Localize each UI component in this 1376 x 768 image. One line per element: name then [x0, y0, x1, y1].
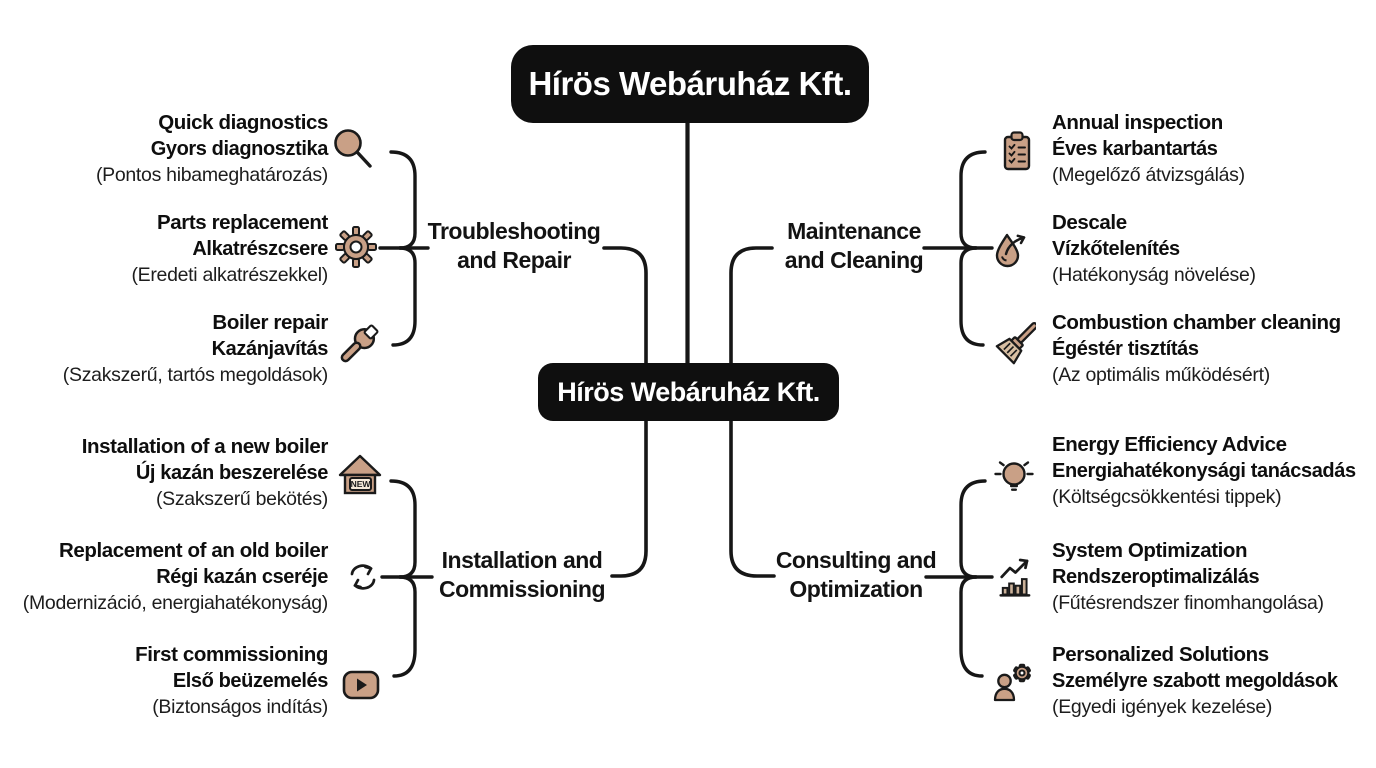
root-node: Hírös Webáruház Kft. [511, 45, 869, 123]
item-subtitle: Kazánjavítás [211, 338, 329, 360]
service-item-annual-inspection: Annual inspection Éves karbantartás (Meg… [1052, 110, 1376, 188]
item-title: First commissioning [135, 643, 328, 666]
item-note: (Megelőző átvizsgálás) [1052, 164, 1245, 186]
item-note: (Fűtésrendszer finomhangolása) [1052, 592, 1324, 614]
item-note: (Biztonságos indítás) [152, 696, 328, 718]
item-note: (Pontos hibameghatározás) [95, 164, 328, 186]
item-note: (Szakszerű, tartós megoldások) [62, 364, 329, 386]
lightbulb-icon [994, 461, 1034, 491]
brace-left-bottom [389, 479, 417, 579]
item-subtitle: Első beüzemelés [172, 670, 329, 692]
item-subtitle: Gyors diagnosztika [150, 138, 329, 160]
item-note: (Hatékonyság növelése) [1052, 264, 1256, 286]
item-subtitle: Alkatrészcsere [192, 238, 328, 260]
service-item-energy-advice: Energy Efficiency Advice Energiahatékony… [1052, 432, 1376, 510]
person-gear-icon [993, 663, 1031, 702]
brace-right-top [959, 246, 985, 347]
connector-troubleshooting [602, 246, 648, 365]
item-title: Personalized Solutions [1052, 643, 1269, 666]
item-note: (Egyedi igények kezelése) [1052, 696, 1273, 718]
service-item-boiler-repair: Boiler repair Kazánjavítás (Szakszerű, t… [0, 310, 329, 388]
service-item-quick-diagnostics: Quick diagnostics Gyors diagnosztika (Po… [0, 110, 328, 188]
item-title: Boiler repair [212, 311, 328, 334]
item-note: (Modernizáció, energiahatékonyság) [22, 592, 329, 614]
clipboard-checklist-icon [1003, 131, 1031, 171]
service-item-boiler-replacement: Replacement of an old boiler Régi kazán … [0, 538, 329, 616]
brace-left-top [391, 246, 417, 347]
center-node: Hírös Webáruház Kft. [538, 363, 839, 421]
branch-label-maintenance: Maintenance and Cleaning [784, 218, 924, 273]
item-subtitle: Energiahatékonysági tanácsadás [1052, 460, 1356, 482]
item-title: Parts replacement [157, 211, 328, 234]
item-title: Combustion chamber cleaning [1052, 311, 1341, 334]
water-drop-icon [995, 233, 1026, 268]
item-subtitle: Rendszeroptimalizálás [1052, 566, 1260, 588]
brace-right-bottom [959, 575, 984, 678]
recycle-icon [350, 564, 376, 590]
center-node-title: Hírös Webáruház Kft. [557, 376, 820, 407]
branch-label-installation: Installation and Commissioning [438, 547, 606, 602]
item-subtitle: Vízkőtelenítés [1052, 238, 1180, 260]
brace-left-bottom [392, 575, 417, 678]
wrench-icon [340, 324, 379, 363]
bar-chart-growth-icon [999, 558, 1031, 597]
brace-left-top [389, 150, 417, 250]
broom-icon [995, 322, 1036, 365]
item-title: System Optimization [1052, 539, 1248, 562]
branch-label-consulting: Consulting and Optimization [775, 547, 937, 602]
service-item-first-commissioning: First commissioning Első beüzemelés (Biz… [0, 642, 328, 720]
magnifier-icon [334, 129, 372, 168]
service-item-parts-replacement: Parts replacement Alkatrészcsere (Eredet… [0, 210, 328, 288]
item-subtitle: Régi kazán cseréje [156, 566, 328, 588]
item-title: Energy Efficiency Advice [1052, 433, 1287, 456]
item-title: Annual inspection [1052, 111, 1223, 134]
gear-icon [335, 226, 377, 268]
house-badge-text: NEW [351, 479, 372, 489]
item-title: Descale [1052, 211, 1127, 234]
brace-right-top [959, 150, 987, 250]
item-subtitle: Éves karbantartás [1052, 138, 1218, 160]
connector-consulting [729, 419, 776, 578]
item-note: (Szakszerű bekötés) [155, 488, 328, 510]
service-item-personalized-solutions: Personalized Solutions Személyre szabott… [1052, 642, 1376, 720]
item-subtitle: Égéstér tisztítás [1052, 338, 1199, 360]
service-item-combustion-cleaning: Combustion chamber cleaning Égéstér tisz… [1052, 310, 1376, 388]
root-node-title: Hírös Webáruház Kft. [528, 65, 852, 102]
item-note: (Költségcsökkentési tippek) [1052, 486, 1282, 508]
connector-installation [610, 419, 648, 578]
item-title: Installation of a new boiler [81, 435, 329, 458]
item-note: (Az optimális működésért) [1052, 364, 1270, 386]
item-title: Quick diagnostics [158, 111, 328, 134]
item-note: (Eredeti alkatrészekkel) [131, 264, 328, 286]
branch-label-troubleshooting: Troubleshooting and Repair [427, 218, 601, 273]
connector-maintenance [729, 246, 774, 365]
item-title: Replacement of an old boiler [58, 539, 328, 562]
brace-right-bottom [959, 479, 987, 579]
item-subtitle: Új kazán beszerelése [135, 462, 329, 484]
item-subtitle: Személyre szabott megoldások [1052, 670, 1338, 692]
new-house-icon: NEW [338, 454, 382, 495]
service-item-descale: Descale Vízkőtelenítés (Hatékonyság növe… [1052, 210, 1376, 288]
service-item-system-optimization: System Optimization Rendszeroptimalizálá… [1052, 538, 1376, 616]
service-item-new-boiler: Installation of a new boiler Új kazán be… [0, 434, 329, 512]
play-button-icon [342, 670, 380, 700]
